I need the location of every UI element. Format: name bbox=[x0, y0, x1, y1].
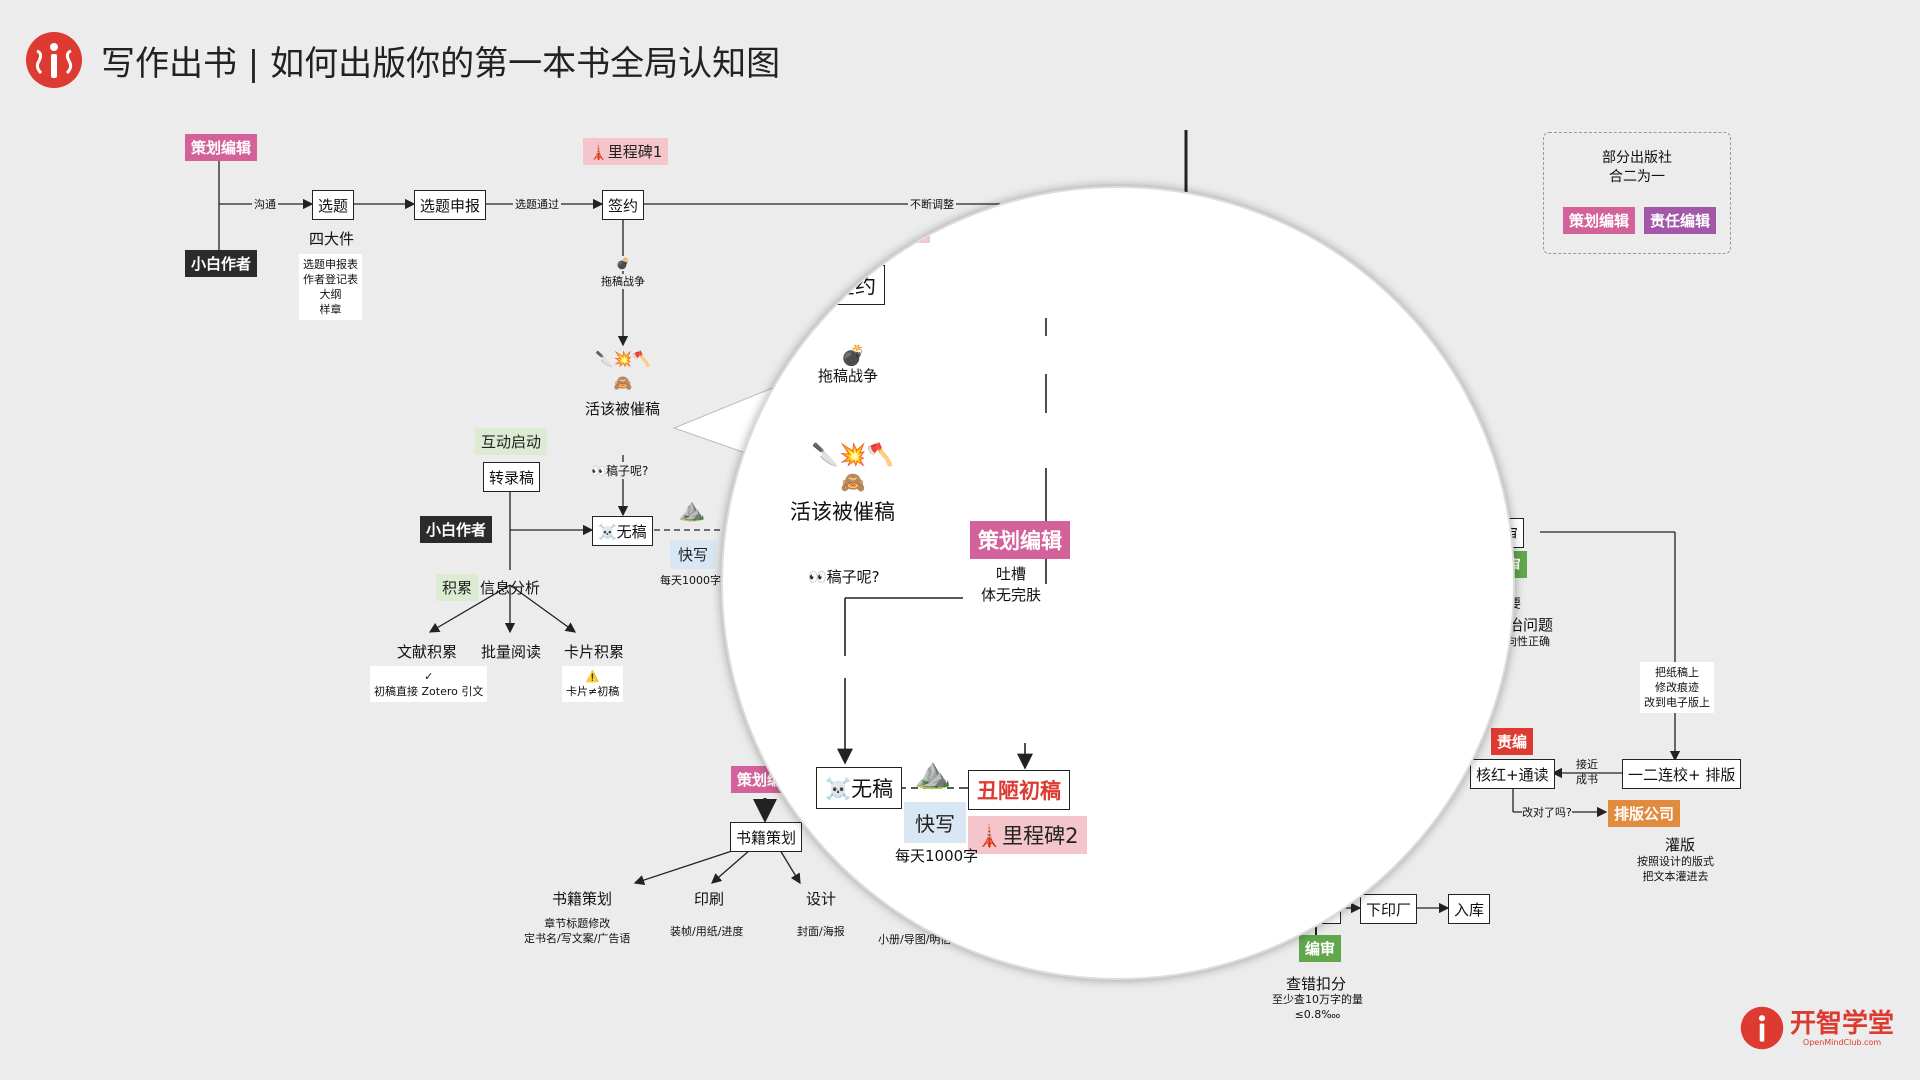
bazhi-note: 把纸稿上 修改痕迹 改到电子版上 bbox=[1640, 662, 1714, 713]
xiangxing-label: 向性正确 bbox=[1506, 635, 1550, 648]
mag-cehua-editor-tag: 策划编辑 bbox=[970, 521, 1070, 559]
sheji-note: 封面/海报 bbox=[797, 925, 845, 938]
mag-bomb-icon: 💣 bbox=[840, 343, 866, 367]
mag-wugao-box: ☠️无稿 bbox=[816, 767, 903, 809]
shuji-cehua-box: 书籍策划 bbox=[730, 822, 803, 852]
mag-milestone-2-label: 里程碑2 bbox=[1002, 824, 1079, 848]
xiaobai-author-tag: 小白作者 bbox=[185, 250, 258, 277]
cehua-editor-tag: 策划编辑 bbox=[185, 134, 258, 161]
piliang-label: 批量阅读 bbox=[481, 643, 542, 661]
milestone-1-tag: 🗼里程碑1 bbox=[583, 138, 669, 165]
mag-chouluo-box: 丑陋初稿 bbox=[968, 770, 1070, 810]
mag-monkey-icon: 🙈 bbox=[840, 470, 866, 494]
sidajian-label: 四大件 bbox=[309, 230, 355, 248]
mag-milestone-2-tag: 🗼里程碑2 bbox=[968, 816, 1087, 854]
kapian-label: 卡片积累 bbox=[564, 643, 625, 661]
bianshen-tag: 编审 bbox=[1299, 935, 1342, 962]
xiayinchang-box: 下印厂 bbox=[1360, 894, 1418, 924]
weapons-icon: 🔪💥🪓 bbox=[594, 350, 652, 368]
bomb-icon: 💣 bbox=[598, 256, 648, 271]
shuji-cehua-label: 书籍策划 bbox=[552, 890, 613, 908]
goutong-label: 沟通 bbox=[252, 196, 278, 212]
brand-footer-logo-icon bbox=[1740, 1006, 1784, 1050]
xinxi-label: 信息分析 bbox=[480, 579, 541, 597]
brand-url: OpenMindClub.com bbox=[1802, 1037, 1882, 1047]
tuogao-label: 拖稿战争 bbox=[593, 274, 653, 289]
shuji-cehua-note: 章节标题修改 定书名/写文案/广告语 bbox=[524, 917, 631, 945]
gaozine-label: 👀稿子呢? bbox=[589, 462, 651, 479]
meitian-label: 每天1000字 bbox=[660, 574, 721, 587]
page-title: 写作出书 | 如何出版你的第一本书全局认知图 bbox=[101, 43, 781, 84]
chacuo-label: 查错扣分 bbox=[1286, 975, 1347, 993]
mag-tuogao-label: 拖稿战争 bbox=[818, 367, 879, 385]
kapian-note: ⚠️ 卡片≠初稿 bbox=[562, 666, 624, 702]
yinshua-note: 装帧/用纸/进度 bbox=[670, 925, 744, 938]
xuanti-shenbao-box: 选题申报 bbox=[414, 190, 487, 220]
qianyue-box: 签约 bbox=[602, 190, 645, 220]
erlian-box: 一二连校+ 排版 bbox=[1622, 759, 1742, 789]
milestone-1-label: 里程碑1 bbox=[607, 143, 663, 161]
brand-logo-icon bbox=[26, 32, 82, 88]
chacuo-note: 至少查10万字的量 ≤0.8‱ bbox=[1272, 993, 1363, 1021]
zotero-note: ✓ 初稿直接 Zotero 引文 bbox=[370, 666, 488, 702]
guanban-note: 按照设计的版式 把文本灌进去 bbox=[1637, 855, 1714, 883]
mag-huogai-label: 活该被催稿 bbox=[790, 500, 895, 524]
hudong-tag: 互动启动 bbox=[475, 428, 548, 455]
zhengzhi-label: 治问题 bbox=[1508, 616, 1554, 634]
mag-tucao-label: 吐槽 体无完肤 bbox=[981, 565, 1042, 604]
xiaoce-note: 小册/导图/明信 bbox=[878, 933, 952, 946]
guanban-label: 灌版 bbox=[1665, 836, 1696, 854]
mag-kuaixie-tag: 快写 bbox=[904, 802, 966, 843]
wenxian-label: 文献积累 bbox=[397, 643, 458, 661]
legend-title: 部分出版社 合二为一 bbox=[1602, 150, 1672, 185]
legend-box: 部分出版社 合二为一 策划编辑 责任编辑 bbox=[1543, 132, 1731, 254]
mag-milestone-1-tag: 🗼里程碑1 bbox=[811, 205, 930, 243]
sidajian-note: 选题申报表 作者登记表 大纲 样章 bbox=[299, 254, 362, 320]
sheji-label: 设计 bbox=[806, 890, 837, 908]
legend-cehua-tag: 策划编辑 bbox=[1563, 207, 1636, 234]
brand-footer: 开智学堂 OpenMindClub.com bbox=[1740, 1006, 1894, 1050]
xuanti-box: 选题 bbox=[312, 190, 355, 220]
jilei-tag: 积累 bbox=[436, 574, 479, 601]
mag-gaozine-label: 👀稿子呢? bbox=[808, 568, 880, 586]
jiejin-label: 接近 成书 bbox=[1576, 758, 1598, 786]
mag-qianyue-box: 签约 bbox=[825, 265, 885, 305]
xiaobai-author-mid-tag: 小白作者 bbox=[420, 516, 493, 543]
zebian-tag: 责编 bbox=[1491, 728, 1534, 755]
ruku-box: 入库 bbox=[1448, 894, 1491, 924]
legend-zeren-tag: 责任编辑 bbox=[1644, 207, 1717, 234]
mag-weapons-icon: 🔪💥🪓 bbox=[811, 443, 895, 468]
mag-meitian-label: 每天1000字 bbox=[895, 847, 979, 865]
xuanti-tongguo-label: 选题通过 bbox=[513, 196, 561, 212]
huogai-label: 活该被催稿 bbox=[585, 400, 661, 418]
monkey-icon: 🙈 bbox=[613, 374, 633, 392]
gaidui-label: 改对了吗? bbox=[1522, 805, 1572, 820]
brand-name: 开智学堂 bbox=[1790, 1008, 1895, 1039]
header: 写作出书 | 如何出版你的第一本书全局认知图 bbox=[25, 30, 780, 90]
mountain-icon: ⛰️ bbox=[678, 498, 706, 523]
mag-milestone-1-label: 里程碑1 bbox=[845, 213, 922, 237]
kuaixie-tag: 快写 bbox=[670, 540, 717, 569]
zhuanlugao-box: 转录稿 bbox=[483, 462, 541, 492]
yinshua-label: 印刷 bbox=[694, 890, 725, 908]
mag-mountain-icon: ⛰️ bbox=[914, 756, 952, 791]
wugao-box: ☠️无稿 bbox=[592, 516, 653, 546]
magnifier-lens: 🗼里程碑1 签约 💣 拖稿战争 🔪💥🪓 🙈 活该被催稿 策划编辑 👀稿子呢? 吐… bbox=[721, 186, 1515, 980]
paiban-tag: 排版公司 bbox=[1608, 800, 1681, 827]
heihong-box: 核红+通读 bbox=[1470, 759, 1555, 789]
